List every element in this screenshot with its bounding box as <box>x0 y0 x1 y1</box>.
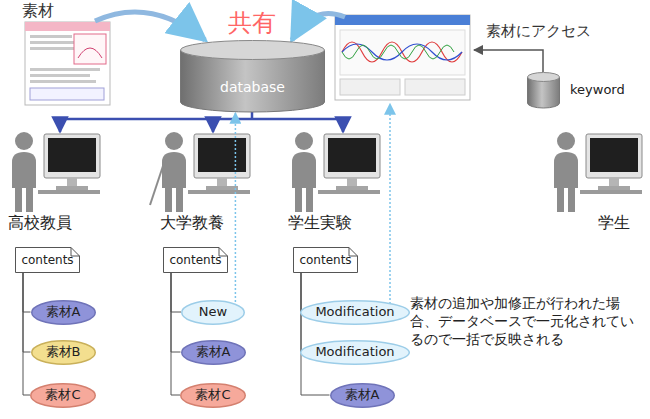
node-text: 素材C <box>45 387 80 403</box>
ellipse-outline <box>181 340 245 364</box>
material-ellipse: 素材A <box>330 383 395 408</box>
share-arrow <box>95 12 205 40</box>
connector <box>171 273 181 352</box>
share-arrow <box>292 14 345 40</box>
ellipse-outline <box>31 340 95 364</box>
user-role: 高校教員 <box>8 213 72 234</box>
node-text: Modification <box>315 304 394 320</box>
ellipse-outline <box>301 340 410 364</box>
note-text: 素材の追加や加修正が行われた場合、データベースで一元化されているので一括で反映さ… <box>410 294 644 349</box>
ellipse-outline <box>330 383 394 407</box>
material-ellipse: 素材C <box>30 383 96 408</box>
material-ellipse: 素材B <box>31 340 96 365</box>
material-ellipse: 素材A <box>181 340 246 365</box>
material-caption: 素材 <box>22 1 54 22</box>
node-text: contents <box>21 253 73 267</box>
material-ellipse: New <box>181 300 245 325</box>
document-outline <box>164 248 228 273</box>
material-ellipse: 素材C <box>180 383 246 408</box>
connector <box>301 273 330 395</box>
access-arrow <box>474 50 543 72</box>
user-computer <box>12 132 100 212</box>
node-text: keyword <box>570 82 625 98</box>
ellipse-outline <box>301 300 410 324</box>
node-text: 素材C <box>195 387 230 403</box>
node-text: Modification <box>315 344 394 360</box>
ellipse-outline <box>31 300 95 324</box>
node-text: New <box>199 304 227 320</box>
node-text: contents <box>299 253 351 267</box>
slide-thumbnail <box>335 15 470 100</box>
slide-thumbnail <box>25 22 110 105</box>
keyword-cylinder: keyword <box>527 72 560 108</box>
user-role: 大学教養 <box>160 213 224 234</box>
user-computer <box>292 132 380 212</box>
connector <box>23 273 31 312</box>
contents-document: contents <box>15 247 80 273</box>
ellipse-outline <box>182 300 245 324</box>
node-text: 素材B <box>46 344 81 360</box>
pointer-stick <box>150 160 165 205</box>
node-text: 素材A <box>345 387 380 403</box>
material-ellipse: 素材A <box>31 300 96 325</box>
document-outline <box>294 248 358 273</box>
ellipse-outline <box>31 383 96 407</box>
share-heading: 共有 <box>228 8 276 39</box>
distribution-arrows <box>60 111 343 132</box>
ellipse-outline <box>181 383 246 407</box>
connector <box>23 273 31 352</box>
connector <box>171 273 180 395</box>
contents-document: contents <box>293 247 358 273</box>
connector <box>23 273 30 395</box>
user-computer <box>554 132 642 212</box>
update-arrow <box>389 104 391 304</box>
user-role: 学生 <box>598 213 630 234</box>
document-outline <box>16 248 80 273</box>
access-caption: 素材にアクセス <box>486 22 591 42</box>
cylinder-top <box>528 73 560 82</box>
keyword-cylinder-outline <box>527 72 560 108</box>
material-ellipse: Modification <box>300 300 410 325</box>
node-text: database <box>220 79 285 96</box>
database-cylinder: database <box>180 40 325 112</box>
user-role: 学生実験 <box>288 213 352 234</box>
node-text: 素材A <box>196 344 231 360</box>
node-text: contents <box>169 253 221 267</box>
material-ellipse: Modification <box>300 340 410 365</box>
connector <box>171 273 181 312</box>
connector <box>235 113 237 302</box>
user-computer <box>162 132 250 212</box>
database-cylinder-outline <box>180 40 325 112</box>
contents-document: contents <box>163 247 228 273</box>
cylinder-top <box>181 41 325 60</box>
node-text: 素材A <box>46 304 81 320</box>
